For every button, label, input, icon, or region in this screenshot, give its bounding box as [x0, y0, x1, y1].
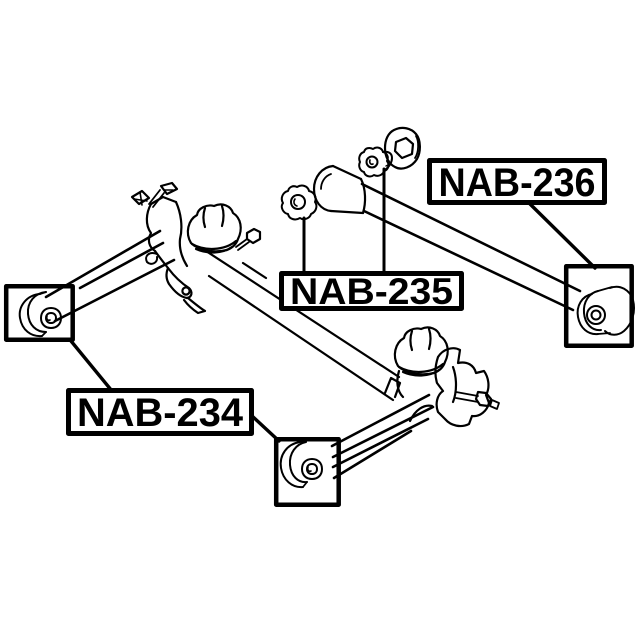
bolt-hole: [181, 286, 191, 296]
bottom-arm-bushing-box: [273, 436, 341, 507]
bolt-icon: [130, 189, 151, 206]
left-trailing-arm: [44, 229, 176, 323]
nab236-label: NAB-236: [439, 161, 596, 205]
bracket-hook: [408, 404, 434, 423]
nab234-label-box: [66, 388, 254, 436]
nab236-label-box: [427, 158, 607, 205]
part-highlight-boxes: [3, 263, 634, 507]
part-number-labels: [66, 158, 607, 436]
leader-nab234-to-bottombox: [249, 413, 281, 443]
left-arm-bushing: [18, 291, 62, 338]
right-rod-bushing-box: [563, 263, 634, 348]
spindle-bracket: [145, 195, 207, 315]
nab235-label-box: [279, 271, 464, 311]
left-arm-bushing-box: [3, 283, 75, 342]
arm-flange-curl: [145, 252, 159, 265]
right-trailing-arm: [330, 393, 435, 480]
bracket-stud-icon: [455, 390, 500, 410]
bottom-arm-bushing: [279, 441, 323, 489]
rod-small-bushing: [280, 184, 318, 221]
rod-serrated-bushing: [358, 146, 393, 178]
right-spring-seat: [393, 326, 449, 377]
nab235-label: NAB-235: [290, 271, 453, 312]
leader-leftbox-to-nab234: [69, 339, 114, 393]
right-rod-bushing: [576, 285, 635, 336]
axle-beam: [204, 249, 401, 402]
leader-nab236-to-rightbox: [527, 201, 597, 270]
bracket-edge: [396, 369, 405, 399]
left-spindle-assembly: [130, 181, 262, 315]
nab234-label: NAB-234: [77, 391, 244, 435]
rod-washer-ring: [383, 126, 421, 170]
rod-end-tube: [312, 164, 367, 215]
callout-leader-lines: [69, 167, 597, 443]
right-spindle-bracket: [434, 347, 491, 428]
seat-stud-icon: [235, 227, 262, 251]
right-spindle-assembly: [383, 326, 500, 428]
left-spring-seat: [186, 203, 242, 254]
lateral-rod: [360, 182, 582, 312]
